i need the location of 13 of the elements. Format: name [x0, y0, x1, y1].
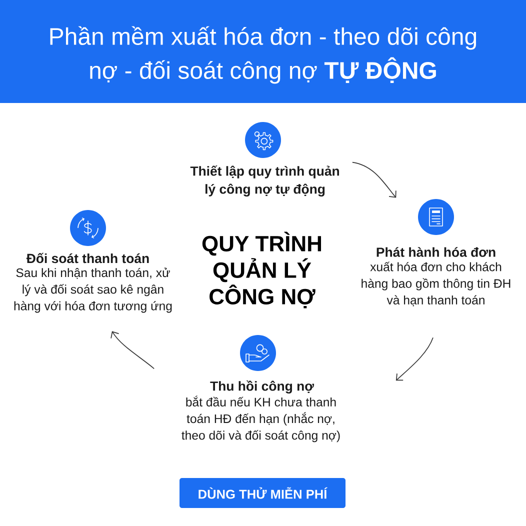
- step-description: xuất hóa đơn cho khách hàng bao gồm thông tin ĐH và hạn thanh toán: [362, 262, 510, 306]
- step-heading: Đối soát thanh toán: [26, 252, 149, 264]
- process-title: QUY TRÌNH QUẢN LÝ CÔNG NỢ: [202, 232, 322, 308]
- title-banner: Phần mềm xuất hóa đơn - theo dõi công nợ - đối soát công nợ TỰ ĐỘNG: [0, 0, 526, 103]
- arrow: [110, 331, 155, 370]
- arrow: [352, 162, 396, 198]
- step-heading: Thu hồi công nợ: [210, 380, 314, 394]
- step-description: bắt đầu nếu KH chưa thanh toán HĐ đến hạn (nhắc nợ, theo dõi và đối soát công nợ): [182, 396, 340, 442]
- arrow: [396, 337, 434, 381]
- button: DÙNG THỬ MIỄN PHÍ: [180, 478, 346, 508]
- step-description: Sau khi nhận thanh toán, xử lý và đối soát sao kê ngân hàng với hóa đơn tương ứng: [14, 268, 172, 313]
- step-label: Thiết lập quy trình quản lý công nợ tự động: [190, 166, 339, 196]
- step-heading: Phát hành hóa đơn: [376, 247, 496, 257]
